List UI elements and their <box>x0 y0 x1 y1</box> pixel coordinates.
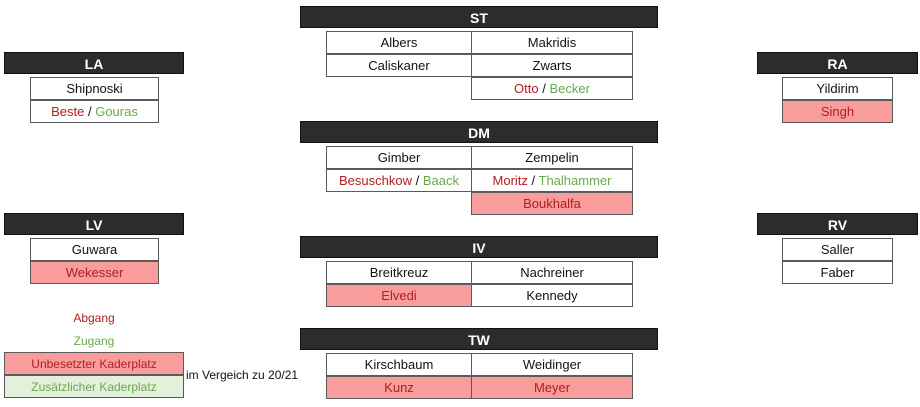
player-cell: Faber <box>782 261 893 284</box>
player-change-cell: Besuschkow / Baack <box>326 169 472 192</box>
player-cell: Breitkreuz <box>326 261 472 284</box>
position-header-st: ST <box>300 6 658 28</box>
player-cell: Kirschbaum <box>326 353 472 376</box>
vacant-slot-cell: Boukhalfa <box>471 192 633 215</box>
player-cell: Caliskaner <box>326 54 472 77</box>
departure-name: Otto <box>514 81 539 96</box>
player-cell: Zempelin <box>471 146 633 169</box>
vacant-slot-cell: Singh <box>782 100 893 123</box>
player-cell: Nachreiner <box>471 261 633 284</box>
arrival-name: Becker <box>549 81 590 96</box>
player-cell: Zwarts <box>471 54 633 77</box>
departure-name: Besuschkow <box>339 173 412 188</box>
position-header-lv: LV <box>4 213 184 235</box>
position-header-ra: RA <box>757 52 918 74</box>
player-cell: Makridis <box>471 31 633 54</box>
arrival-name: Thalhammer <box>538 173 612 188</box>
separator: / <box>412 173 423 188</box>
arrival-name: Baack <box>422 173 459 188</box>
position-header-tw: TW <box>300 328 658 350</box>
player-change-cell: Moritz / Thalhammer <box>471 169 633 192</box>
position-header-dm: DM <box>300 121 658 143</box>
vacant-slot-cell: Elvedi <box>326 284 472 307</box>
vacant-slot-cell: Wekesser <box>30 261 159 284</box>
legend-departure: Abgang <box>73 311 115 325</box>
legend-arrival: Zugang <box>73 334 115 348</box>
player-cell: Weidinger <box>471 353 633 376</box>
player-cell: Yildirim <box>782 77 893 100</box>
departure-name: Beste <box>51 104 85 119</box>
position-header-rv: RV <box>757 213 918 235</box>
legend-comparison-note: im Vergeich zu 20/21 <box>186 368 299 382</box>
separator: / <box>527 173 539 188</box>
player-change-cell: Otto / Becker <box>471 77 633 100</box>
player-cell: Guwara <box>30 238 159 261</box>
legend-vacant-slot: Unbesetzter Kaderplatz <box>4 352 184 375</box>
legend-additional-slot: Zusätzlicher Kaderplatz <box>4 375 184 398</box>
player-change-cell: Beste / Gouras <box>30 100 159 123</box>
vacant-slot-cell: Kunz <box>326 376 472 399</box>
player-cell: Saller <box>782 238 893 261</box>
vacant-slot-cell: Meyer <box>471 376 633 399</box>
player-cell: Gimber <box>326 146 472 169</box>
player-cell: Albers <box>326 31 472 54</box>
arrival-name: Gouras <box>95 104 138 119</box>
player-cell: Shipnoski <box>30 77 159 100</box>
player-cell: Kennedy <box>471 284 633 307</box>
position-header-la: LA <box>4 52 184 74</box>
position-header-iv: IV <box>300 236 658 258</box>
separator: / <box>84 104 96 119</box>
separator: / <box>538 81 550 96</box>
departure-name: Moritz <box>492 173 528 188</box>
